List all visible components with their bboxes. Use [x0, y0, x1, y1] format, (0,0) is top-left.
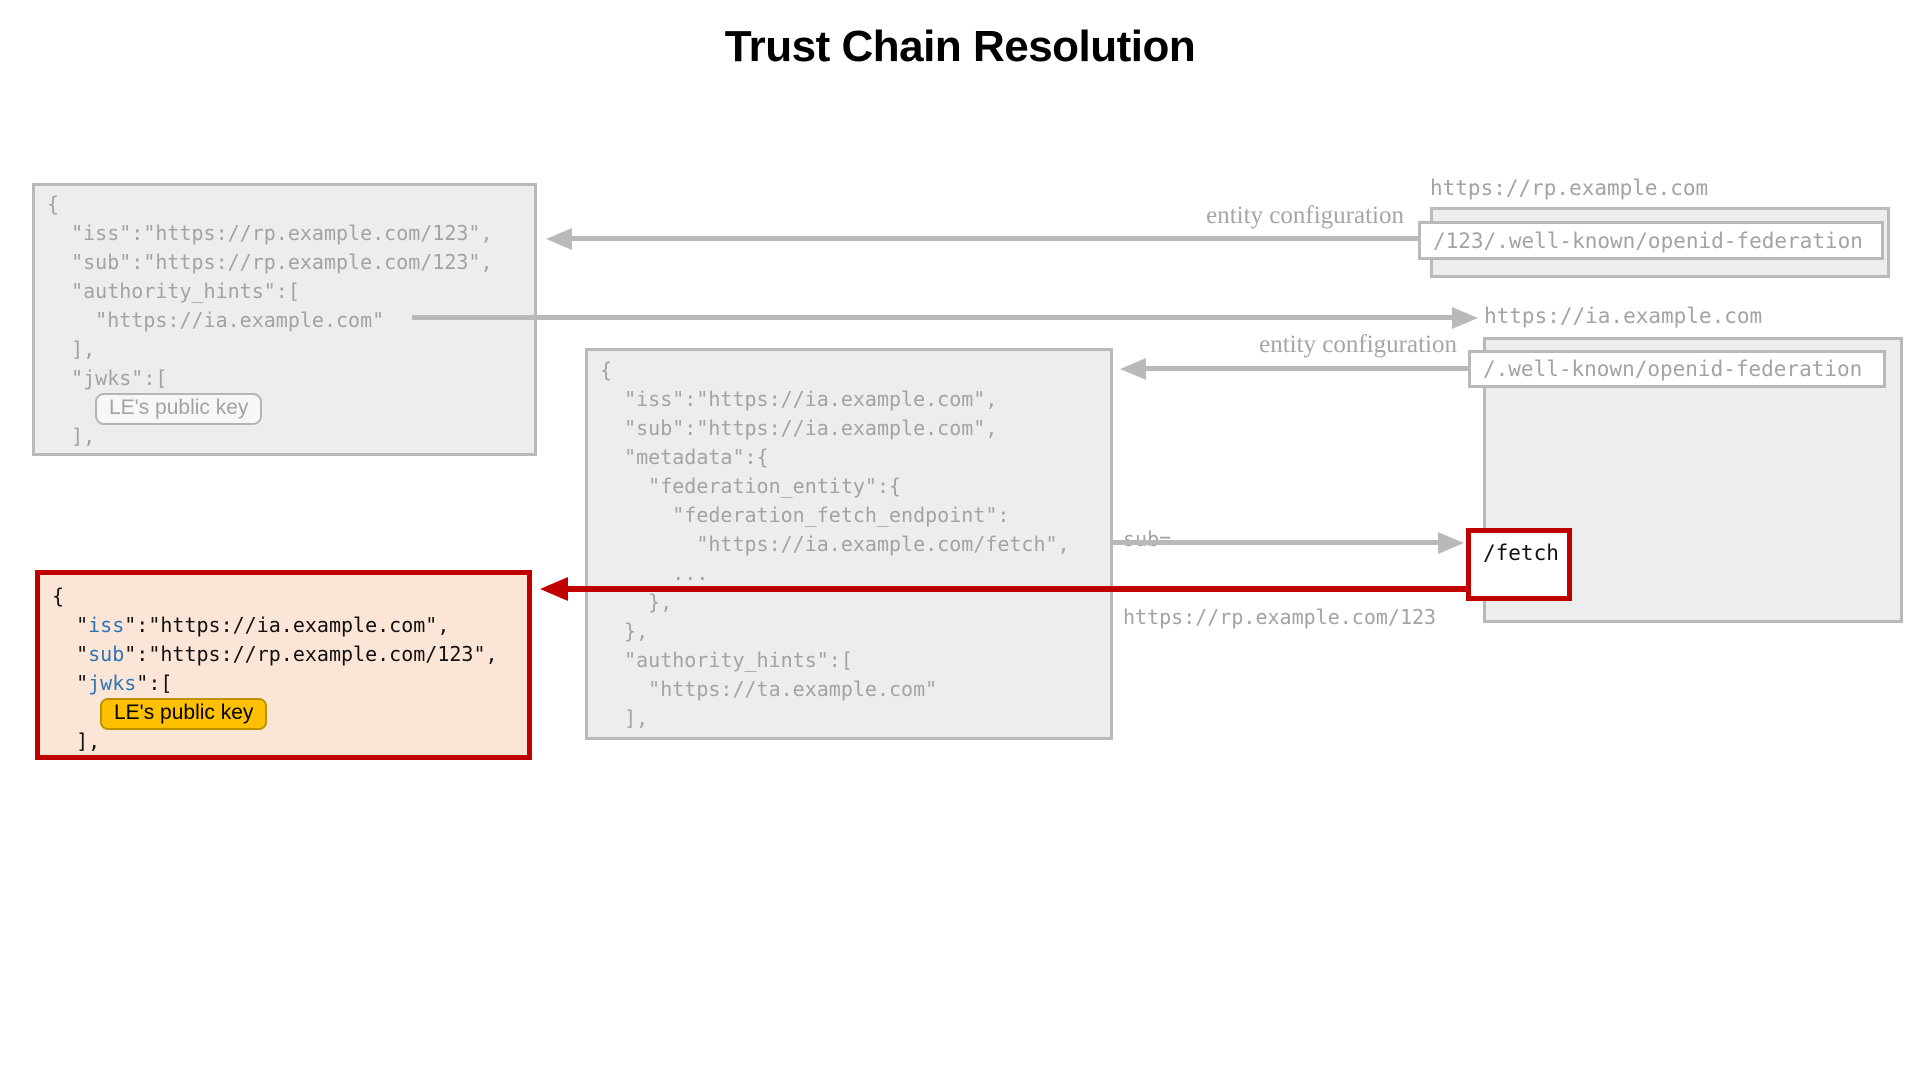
le-public-key-badge-yellow: LE's public key [100, 698, 268, 730]
ia-entity-configuration-arrow [1120, 358, 1468, 380]
arrowhead-right-icon [1438, 532, 1464, 554]
le-public-key-badge-gray: LE's public key [95, 393, 263, 425]
ia-wellknown-endpoint-box: /.well-known/openid-federation [1468, 350, 1886, 388]
ia-entity-configuration-box [585, 348, 1113, 740]
ia-entity-configuration-code: { "iss":"https://ia.example.com", "sub":… [600, 358, 1070, 730]
fetch-sub-parameter-label: sub= https://rp.example.com/123 [1123, 527, 1437, 629]
rp-entity-configuration-arrow [546, 228, 1418, 250]
resolved-subordinate-statement-code: { "iss":"https://ia.example.com", "sub":… [52, 584, 498, 753]
ia-host-label: https://ia.example.com [1484, 304, 1763, 328]
arrowhead-right-icon [1452, 307, 1478, 329]
json-key-iss: iss [88, 613, 125, 637]
json-key-sub: sub [88, 642, 125, 666]
arrowhead-left-icon [1120, 358, 1146, 380]
entity-configuration-label-rp: entity configuration [1206, 202, 1404, 229]
rp-host-label: https://rp.example.com [1430, 176, 1709, 200]
fetch-endpoint-box: /fetch [1466, 528, 1572, 601]
fetch-request-arrow [1113, 532, 1464, 554]
authority-hint-arrow [412, 307, 1478, 329]
rp-entity-configuration-code: { "iss":"https://rp.example.com/123", "s… [47, 192, 493, 448]
entity-configuration-label-ia: entity configuration [1259, 331, 1457, 358]
resolved-subordinate-statement-box: { "iss":"https://ia.example.com", "sub":… [35, 570, 532, 760]
diagram-title: Trust Chain Resolution [724, 22, 1196, 71]
arrowhead-left-icon [540, 577, 568, 601]
fetch-response-arrow [540, 577, 1466, 601]
arrowhead-left-icon [546, 228, 572, 250]
json-key-jwks: jwks [88, 671, 137, 695]
rp-wellknown-endpoint-box: /123/.well-known/openid-federation [1418, 221, 1884, 260]
